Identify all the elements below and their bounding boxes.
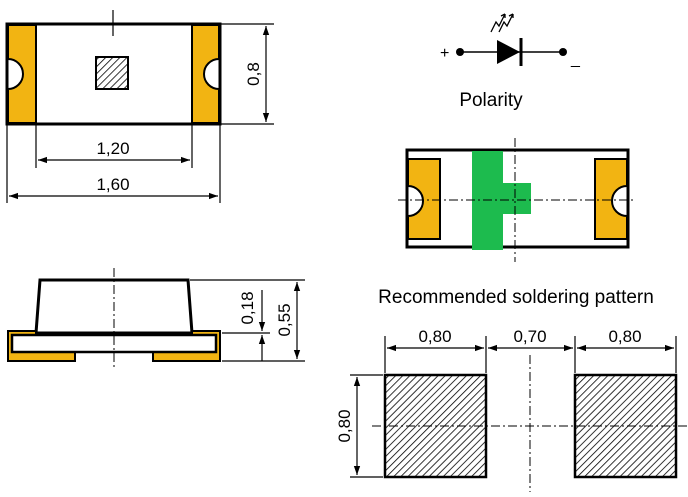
polarity-caption: Polarity: [459, 90, 523, 111]
side-view-body-height-label: 0,18: [238, 291, 257, 324]
side-view: 0,18 0,55: [7, 268, 305, 368]
polarity-plus-sign: +: [440, 45, 449, 62]
polarity-view: [398, 138, 636, 262]
side-view-total-height-label: 0,55: [275, 303, 294, 336]
solder-pad-width-label: 0,80: [418, 327, 451, 346]
top-view-right-pad: [191, 24, 220, 124]
polarity-view-left-pad: [407, 158, 441, 240]
polarity-symbol: + _ Polarity: [440, 13, 581, 111]
soldering-pattern-caption: Recommended soldering pattern: [378, 287, 654, 308]
solder-pad-width-right-label: 0,80: [608, 327, 641, 346]
top-view-outer-width-label: 1,60: [96, 175, 129, 194]
top-view: 0,8 1,20 1,60: [5, 10, 274, 203]
top-view-inner-width-label: 1,20: [96, 139, 129, 158]
led-diode-symbol-icon: [497, 40, 520, 64]
solder-pad-right: [573, 373, 678, 479]
anode-terminal: [456, 48, 464, 56]
top-view-height-label: 0,8: [244, 62, 263, 86]
top-view-chip: [95, 56, 129, 90]
top-view-left-pad: [7, 24, 37, 124]
solder-gap-label: 0,70: [513, 327, 546, 346]
polarity-view-body: [405, 148, 630, 249]
polarity-minus-sign: _: [570, 51, 581, 68]
cathode-terminal: [559, 48, 567, 56]
solder-pad-height-label: 0,80: [335, 409, 354, 442]
light-emission-arrows-icon: [490, 13, 514, 33]
polarity-view-right-pad: [594, 158, 628, 240]
soldering-pattern: Recommended soldering pattern 0,80 0,70 …: [335, 287, 688, 492]
